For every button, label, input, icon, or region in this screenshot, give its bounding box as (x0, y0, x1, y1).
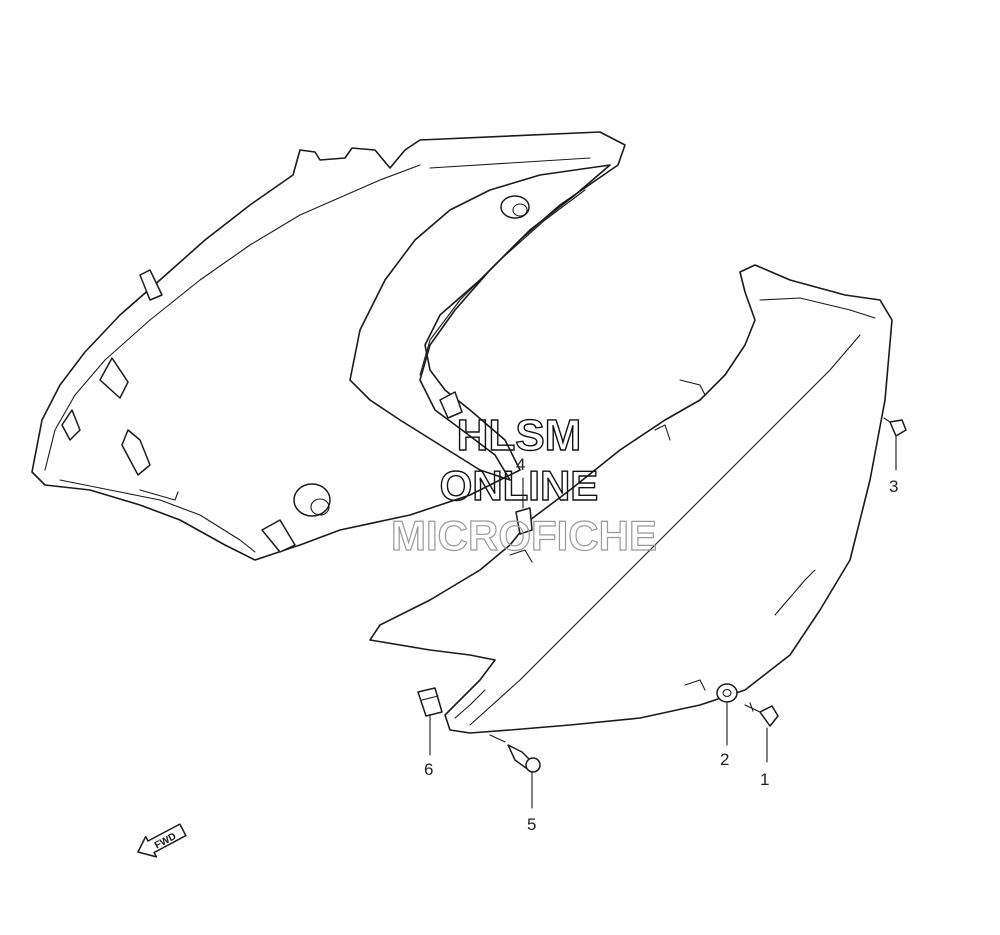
part-5-screw (489, 734, 541, 809)
watermark-line-1: HLSM (457, 411, 582, 460)
callout-1: 1 (760, 770, 769, 789)
part-3-fastener (883, 417, 907, 471)
part-6-clip-nut (417, 687, 443, 756)
callout-6: 6 (424, 760, 433, 779)
upper-cowl-panel (31, 131, 626, 561)
part-2-grommet (716, 683, 738, 746)
part-4-clip (515, 477, 533, 535)
callout-4: 4 (516, 455, 525, 474)
part-1-screw (744, 702, 779, 763)
callout-3: 3 (889, 477, 898, 496)
forward-arrow-icon: FWD (137, 823, 187, 858)
lower-cowl-panel (369, 264, 893, 734)
watermark: HLSM ONLINE MICROFICHE (390, 410, 657, 559)
watermark-line-3: MICROFICHE (391, 512, 657, 559)
fwd-label: FWD (153, 831, 178, 851)
callout-5: 5 (527, 815, 536, 834)
callout-2: 2 (720, 750, 729, 769)
watermark-line-2: ONLINE (440, 462, 599, 509)
